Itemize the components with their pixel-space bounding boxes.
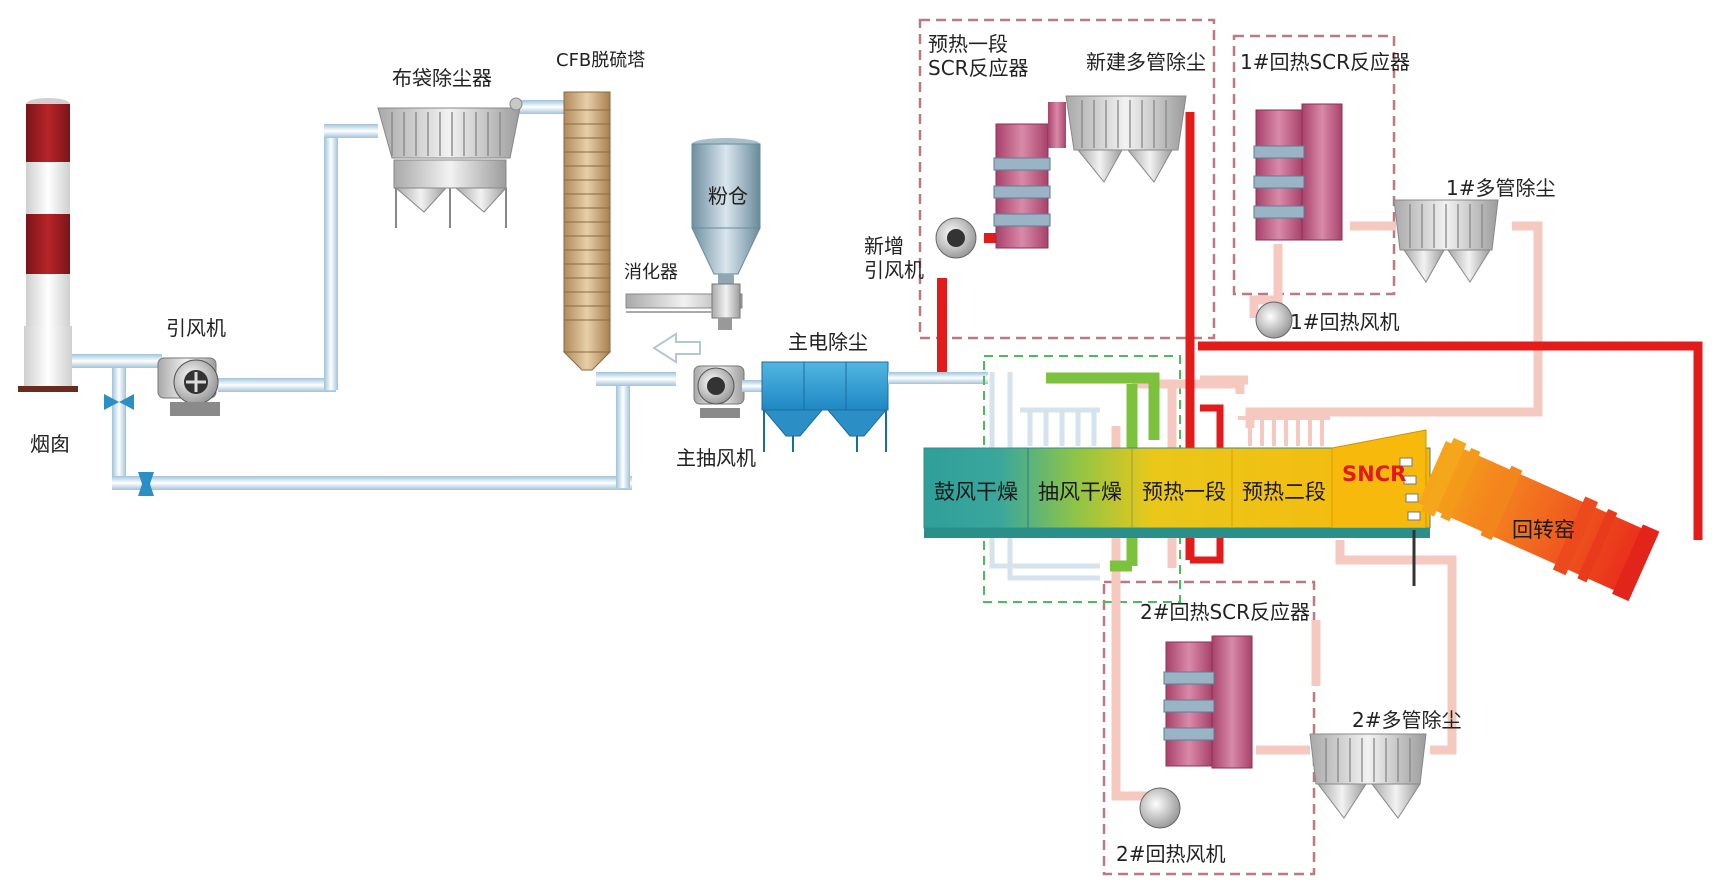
label-scr2: 2#回热SCR反应器 (1140, 600, 1311, 624)
scr1-reactor (1253, 103, 1343, 241)
grate-section-4-label: 预热二段 (1242, 480, 1326, 504)
multitube2-dust-collector (1309, 733, 1427, 819)
main-exhaust-fan (693, 365, 745, 418)
label-multitube1: 1#多管除尘 (1446, 176, 1556, 200)
grate-section-3-label: 预热一段 (1142, 480, 1226, 504)
label-kiln: 回转窑 (1512, 518, 1575, 542)
multitube1-dust-collector (1393, 199, 1499, 283)
cfb-desulfurization-tower (562, 91, 612, 371)
label-scr1: 1#回热SCR反应器 (1240, 50, 1411, 74)
flow-arrow (652, 332, 701, 364)
new-induced-fan (935, 217, 977, 259)
preheat2-header-pipes (1238, 416, 1330, 446)
bag-filter (377, 97, 523, 228)
label-induced-fan: 引风机 (166, 316, 226, 340)
scr1-box (1232, 34, 1396, 296)
fan2 (1139, 787, 1181, 829)
grate-section-2-label: 抽风干燥 (1038, 480, 1122, 504)
label-multitube2: 2#多管除尘 (1352, 708, 1462, 732)
label-new-multitube: 新建多管除尘 (1086, 50, 1206, 74)
label-fan1: 1#回热风机 (1290, 310, 1400, 334)
scr2-box (1102, 580, 1316, 876)
grate-machine (923, 429, 1431, 586)
drying-pipes-grey (989, 372, 1100, 581)
label-main-exhaust-fan: 主抽风机 (676, 446, 756, 470)
digester (625, 283, 743, 330)
label-chimney: 烟囱 (30, 432, 70, 456)
rotary-kiln (1418, 437, 1660, 602)
new-multitube-dust-collector (1065, 95, 1187, 183)
chimney (18, 98, 78, 392)
main-esp (761, 361, 889, 452)
label-fan2: 2#回热风机 (1116, 842, 1226, 866)
preheat1-scr-reactor (993, 102, 1066, 249)
scr2-reactor (1163, 635, 1253, 769)
fan1 (1255, 301, 1293, 339)
powder-bin (691, 138, 761, 290)
label-new-fan: 新增 引风机 (864, 234, 924, 282)
flue-pipes-left (72, 100, 676, 496)
label-digester: 消化器 (624, 262, 678, 283)
induced-fan (157, 357, 220, 416)
reheat-pipes-2 (1111, 388, 1457, 801)
label-bag-filter: 布袋除尘器 (392, 66, 492, 90)
grate-section-1-label: 鼓风干燥 (934, 480, 1018, 504)
label-cfb-tower: CFB脱硫塔 (556, 50, 646, 71)
preheat1-scr-box (918, 18, 1216, 340)
label-preheat1-scr: 预热一段 SCR反应器 (928, 32, 1029, 80)
label-powder-bin: 粉仓 (708, 184, 748, 208)
label-main-esp: 主电除尘 (788, 330, 868, 354)
grate-section-5-label: SNCR (1342, 462, 1407, 486)
